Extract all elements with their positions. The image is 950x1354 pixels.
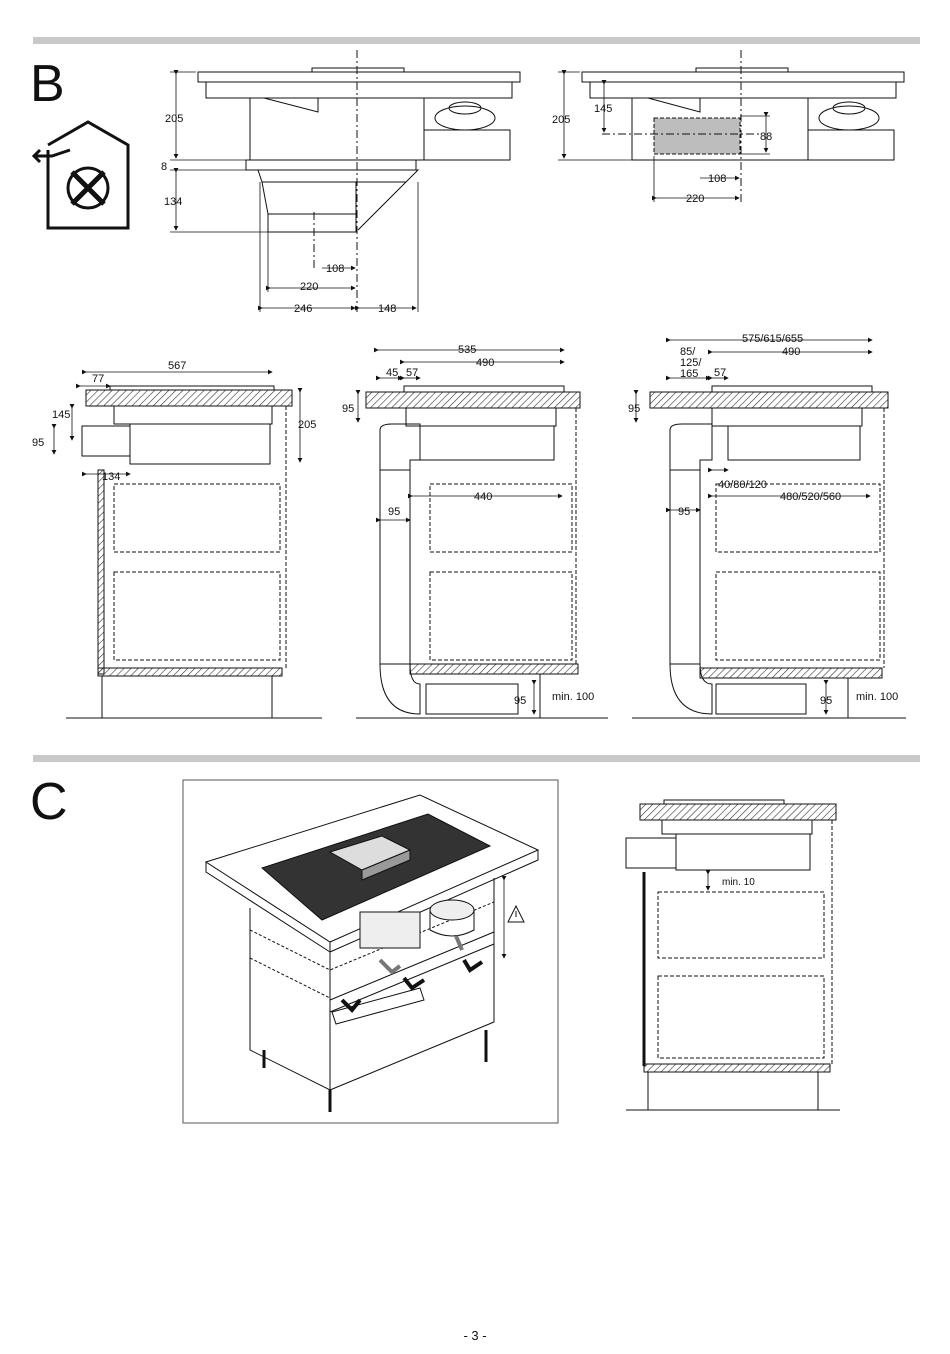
dim-88-label: 88 <box>760 131 772 143</box>
cabinet-rear-exhaust-c <box>626 800 840 1110</box>
hob-side-view-left <box>198 50 520 312</box>
dim-95-label: 95 <box>342 403 354 415</box>
dim-8-label: 8 <box>161 161 167 173</box>
dim-220-label: 220 <box>300 281 318 293</box>
dim-148-label: 148 <box>378 303 396 315</box>
house-recirculation-icon <box>34 122 128 228</box>
dim-145-label: 145 <box>594 103 612 115</box>
dim-145-label: 145 <box>52 409 70 421</box>
dim-min100-label: min. 100 <box>552 691 594 703</box>
dim-440-label: 440 <box>474 491 492 503</box>
dim-95-label: 95 <box>628 403 640 415</box>
dim-246-label: 246 <box>294 303 312 315</box>
dim-95-label: 95 <box>678 506 690 518</box>
cabinet-downward-duct <box>356 386 608 718</box>
dim-567-label: 567 <box>168 360 186 372</box>
dim-108-label: 108 <box>708 173 726 185</box>
dim-165-label: 165 <box>680 368 698 380</box>
cabinet-rear-exhaust <box>66 386 322 718</box>
dim-575-label: 575/615/655 <box>742 333 803 345</box>
dim-205-label: 205 <box>552 114 570 126</box>
dim-57-label: 57 <box>714 367 726 379</box>
dim-77-label: 77 <box>92 373 104 385</box>
dim-490-label: 490 <box>782 346 800 358</box>
dim-108-label: 108 <box>326 263 344 275</box>
page-number: - 3 - <box>0 1328 950 1343</box>
dim-min100-label: min. 100 <box>856 691 898 703</box>
dim-95-label: 95 <box>820 695 832 707</box>
hob-side-view-right <box>582 50 904 204</box>
dim-220-label: 220 <box>686 193 704 205</box>
dim-134-label: 134 <box>164 196 182 208</box>
dim-40-80-120-label: 40/80/120 <box>718 479 767 491</box>
section-b-diagrams: 205 8 134 108 220 246 148 205 145 88 108… <box>0 0 950 740</box>
section-c-diagrams: min. 10 <box>0 760 950 1160</box>
dim-95-label: 95 <box>514 695 526 707</box>
dim-57-label: 57 <box>406 367 418 379</box>
dim-535-label: 535 <box>458 344 476 356</box>
dim-95-label: 95 <box>388 506 400 518</box>
dim-45-label: 45 <box>386 367 398 379</box>
dim-205-label: 205 <box>165 113 183 125</box>
dim-min10-label: min. 10 <box>722 877 755 888</box>
bottom-left-dimensions <box>54 372 300 474</box>
dim-95-label: 95 <box>32 437 44 449</box>
dim-205-label: 205 <box>298 419 316 431</box>
dim-480-label: 480/520/560 <box>780 491 841 503</box>
cabinet-downward-duct-variable <box>632 386 906 718</box>
dim-134-label: 134 <box>102 471 120 483</box>
top-left-dimensions <box>170 72 418 312</box>
dim-490-label: 490 <box>476 357 494 369</box>
cabinet-perspective-illustration <box>183 780 558 1123</box>
